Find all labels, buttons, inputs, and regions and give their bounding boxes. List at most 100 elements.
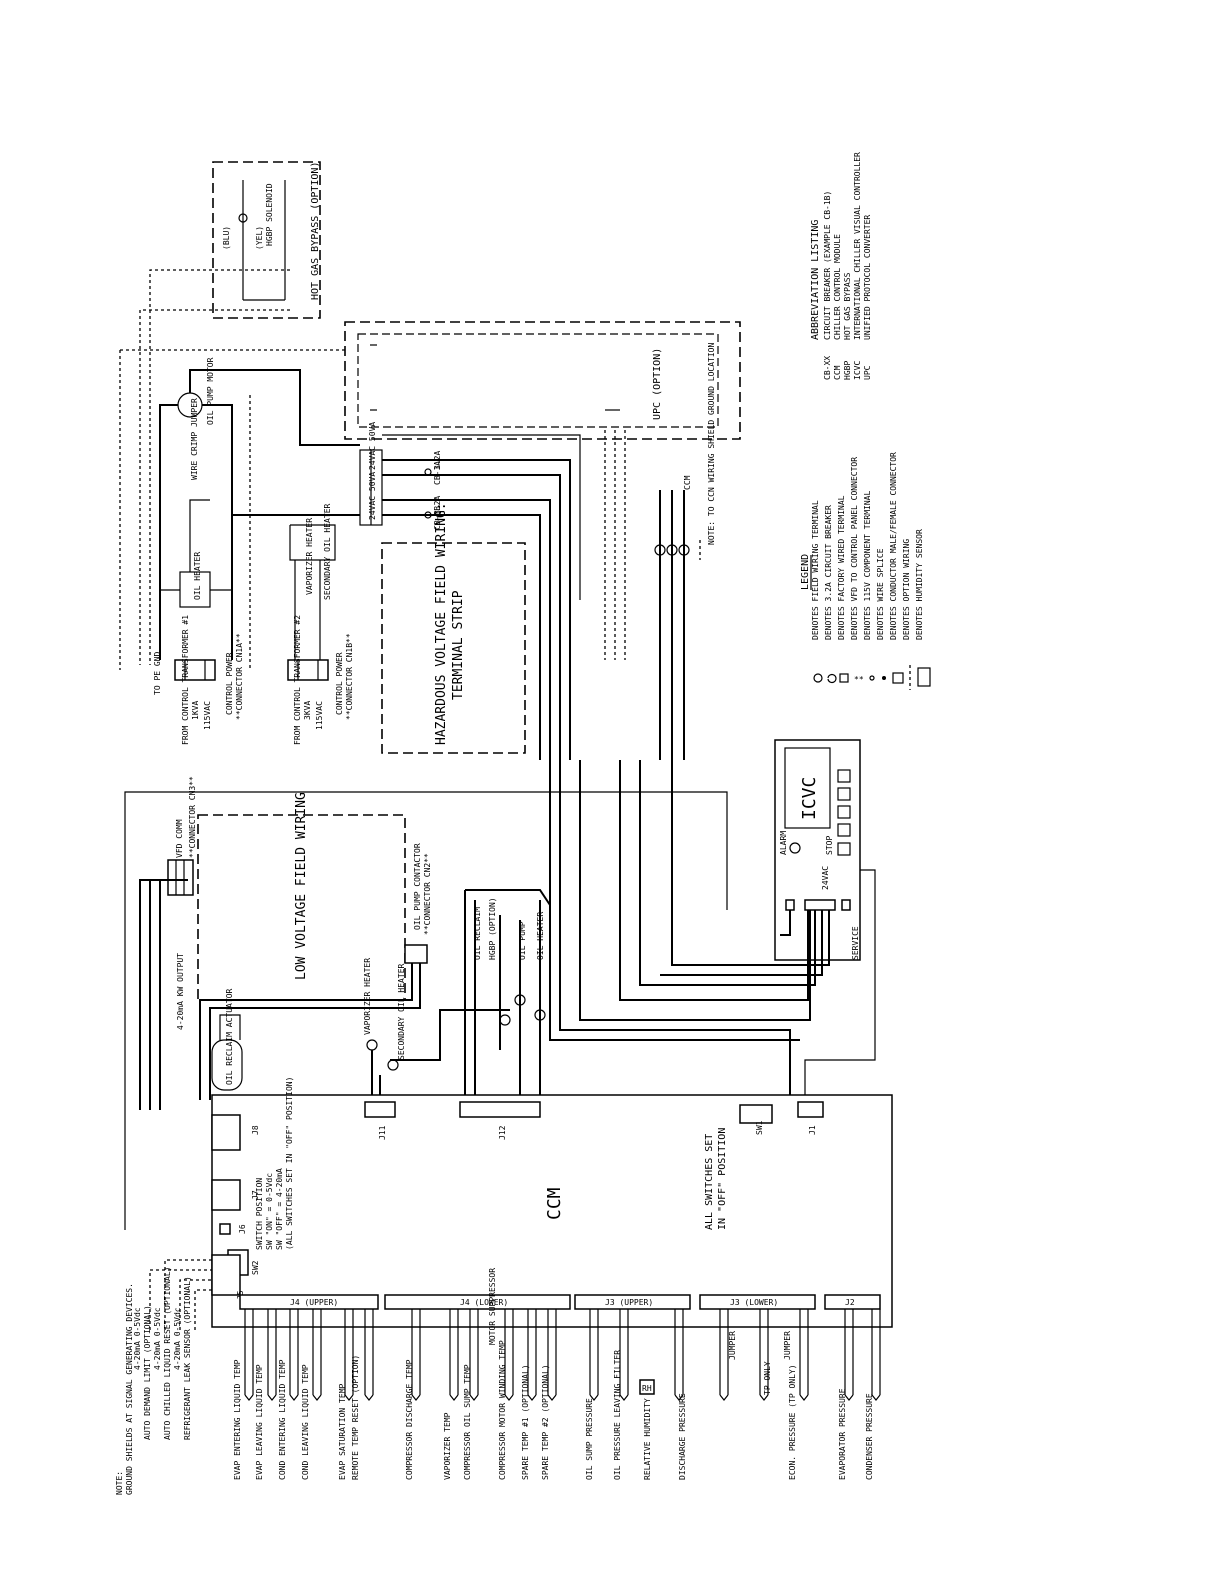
sensor-element (267, 1394, 277, 1401)
sw1-dip-switch[interactable] (739, 1104, 773, 1124)
ccn-terminal-2 (666, 544, 678, 556)
ccm-note2: IN "OFF" POSITION (717, 1128, 728, 1230)
abbreviation-code: HGBP (843, 361, 852, 380)
sensor-oil-pressure-filter: OIL PRESSURE LEAVING FILTER (613, 1350, 622, 1480)
oil-reclaim-actuator-label: OIL RECLAIM ACTUATOR (225, 988, 234, 1085)
legend-symbol-splice (882, 676, 886, 680)
note-signal-3: 4-20mA 0-5Vdc (173, 1307, 182, 1370)
note-chilled-reset: AUTO CHILLED LIQUID RESET (OPTIONAL) (163, 1267, 172, 1440)
sensor-element (289, 1394, 299, 1401)
transformer1-label: FROM CONTROL TRANSFORMER #1 (181, 615, 190, 745)
abbreviation-description: INTERNATIONAL CHILLER VISUAL CONTROLLER (853, 152, 862, 340)
relay-oil-pump: OIL PUMP (518, 921, 527, 960)
j8-label: J8 (251, 1125, 260, 1135)
hazardous-dashed-box (381, 542, 526, 754)
sensor-element (871, 1394, 881, 1401)
icvc-display (784, 747, 831, 829)
upc-section: UPC (OPTION) (344, 321, 741, 440)
ccn-terminal-1 (654, 544, 666, 556)
j3-upper-connector (574, 1294, 691, 1310)
legend-symbol-connector (892, 672, 904, 684)
note-leak-sensor: REFRIGERANT LEAK SENSOR (OPTIONAL) (183, 1276, 192, 1440)
ccm-board (211, 1094, 893, 1328)
legend-symbol-breaker (827, 673, 837, 684)
motor-suppressor-label: MOTOR SUPPRESSOR (488, 1268, 497, 1345)
legend-symbol-humidity (917, 667, 931, 687)
sensor-element (719, 1394, 729, 1401)
sensor-element (344, 1394, 354, 1401)
oil-pump-contactor-label: OIL PUMP CONTACTOR (413, 843, 422, 930)
j3-lower-label: J3 (LOWER) (730, 1298, 778, 1307)
j4-upper-connector (239, 1294, 379, 1310)
oil-reclaim-actuator (211, 1039, 243, 1091)
legend-symbol-field-terminal (813, 673, 823, 683)
legend-item: DENOTES CONDUCTOR MALE/FEMALE CONNECTOR (889, 452, 898, 640)
j4-lower-label: J4 (LOWER) (460, 1298, 508, 1307)
sensor-cond-entering: COND ENTERING LIQUID TEMP (278, 1359, 287, 1480)
sensor-discharge-pressure: DISCHARGE PRESSURE (678, 1393, 687, 1480)
sensor-element (364, 1394, 374, 1401)
rh-label: RH (642, 1384, 652, 1393)
vfd-connector-label: **CONNECTOR CN3** (188, 776, 197, 858)
sensor-element (619, 1394, 629, 1401)
icvc-alarm-label: ALARM (779, 831, 788, 855)
stop-button[interactable] (837, 842, 851, 856)
oil-pump-contactor-connector-label: **CONNECTOR CN2** (423, 853, 432, 935)
j6-connector (219, 1223, 231, 1235)
alarm-icon (789, 842, 801, 854)
icvc-service-label: SERVICE (851, 926, 860, 960)
legend-item: DENOTES FACTORY WIRED TERMINAL (837, 495, 846, 640)
ccn-section: CCM NOTE: TO CCN WIRING SHIELD GROUND LO… (604, 343, 716, 760)
icvc-key-1[interactable] (837, 769, 851, 783)
transformer2-section: 115VAC 3KVA FROM CONTROL TRANSFORMER #2 … (287, 503, 354, 745)
note-title: NOTE: (115, 1471, 124, 1495)
legend-item: DENOTES 3.2A CIRCUIT BREAKER (824, 505, 833, 640)
sensor-econ-pressure: ECON. PRESSURE (TP ONLY) (788, 1364, 797, 1480)
sensor-element (312, 1394, 322, 1401)
relay-section: OIL RECLAIM HGBP (OPTION) OIL PUMP OIL H… (363, 760, 800, 1100)
sensor-evap-entering: EVAP ENTERING LIQUID TEMP (233, 1359, 242, 1480)
jumper-label-2: JUMPER (783, 1331, 792, 1360)
sensor-compressor-discharge: COMPRESSOR DISCHARGE TEMP (405, 1359, 414, 1480)
sensor-leads (244, 1309, 881, 1401)
switch-position-title: SWITCH POSITION (255, 1178, 264, 1250)
transformer2-power: CONTROL POWER (335, 652, 344, 715)
sensor-element (589, 1394, 599, 1401)
sensor-element (504, 1394, 514, 1401)
icvc-key-4[interactable] (837, 823, 851, 837)
oil-reclaim-section: OIL RECLAIM ACTUATOR 4-20mA KW OUTPUT (176, 953, 243, 1091)
j5-connector (211, 1254, 241, 1296)
icvc-key-2[interactable] (837, 787, 851, 801)
field-notes: NOTE: GROUND SHIELDS AT SIGNAL GENERATIN… (115, 1259, 212, 1495)
legend-symbol-vfd: ** (854, 675, 864, 684)
note-signal-1: 4-20mA 0-5Vdc (133, 1307, 142, 1370)
hgbp-wire-yel: (YEL) (255, 226, 264, 250)
sensor-relative-humidity: RELATIVE HUMIDITY (643, 1398, 652, 1480)
legend-item: DENOTES WIRE SPLICE (876, 548, 885, 640)
sensor-oil-sump-pressure: OIL SUMP PRESSURE (585, 1398, 594, 1480)
tr2-label: 24VAC 50VA (368, 472, 377, 520)
icvc-terminal-strip (804, 899, 836, 911)
abbreviation-code: ICVC (853, 361, 862, 380)
icvc-supply-label: 24VAC (821, 866, 830, 890)
relay-coil-vaporizer (366, 1039, 378, 1051)
icvc-key-3[interactable] (837, 805, 851, 819)
j7-connector (211, 1179, 241, 1211)
icvc-stop-label: STOP (825, 836, 834, 855)
tp-only-label: TP ONLY (763, 1361, 772, 1395)
legend-item: DENOTES HUMIDITY SENSOR (915, 529, 924, 640)
abbreviation-code: CCM (833, 365, 842, 380)
low-voltage-section: LOW VOLTAGE FIELD WIRING (197, 792, 406, 1001)
switch-position-l1: SW "ON" = 0-5Vdc (265, 1173, 274, 1250)
output-420-label: 4-20mA KW OUTPUT (176, 953, 185, 1030)
transformer2-voltage: 115VAC (315, 701, 324, 730)
sensor-evaporator-pressure: EVAPORATOR PRESSURE (838, 1388, 847, 1480)
tr1-label: 24VAC 50VA (368, 422, 377, 470)
sensor-element (799, 1394, 809, 1401)
relay-secondary: SECONDARY OIL HEATER (397, 963, 406, 1060)
abbreviation-title: ABBREVIATION LISTING (810, 220, 821, 340)
note-signal-2: 4-20mA 0-5Vdc (153, 1307, 162, 1370)
icvc-j7-terminal (785, 899, 795, 911)
